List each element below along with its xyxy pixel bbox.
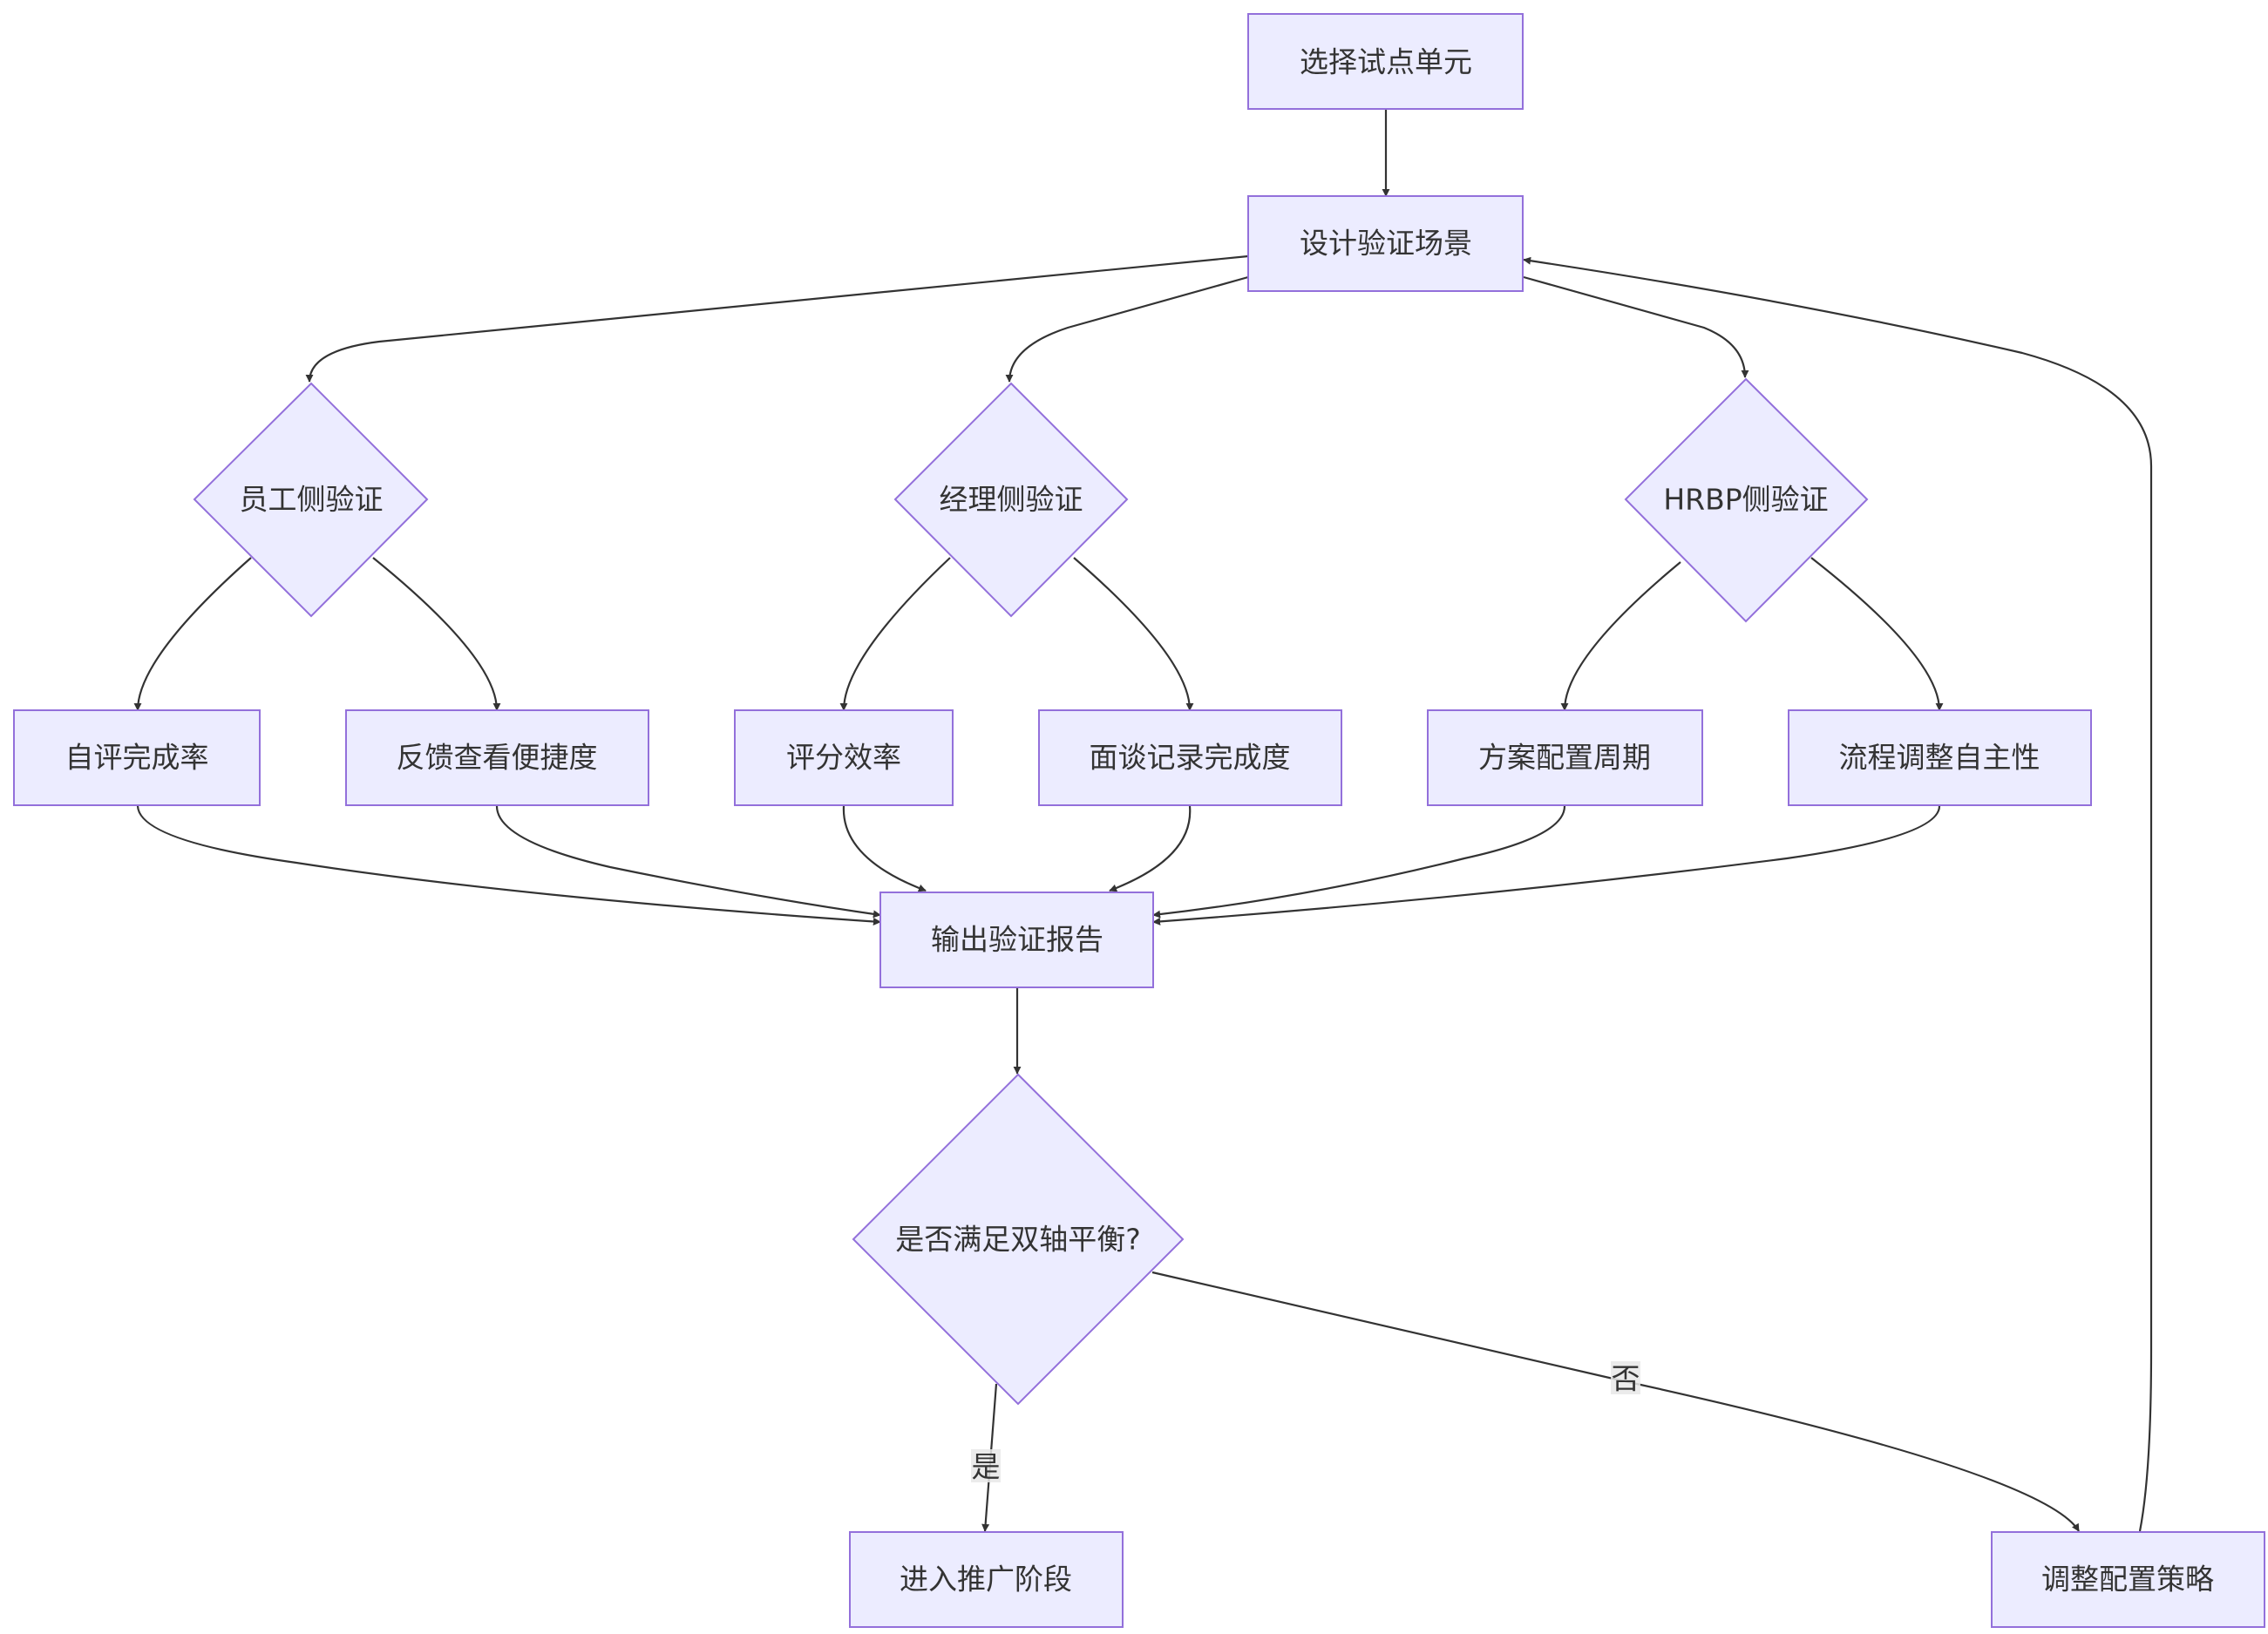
node-enter-rollout[interactable]: 进入推广阶段	[849, 1531, 1124, 1628]
node-balance-check-label: 是否满足双轴平衡?	[895, 1223, 1141, 1257]
node-scoring-efficiency[interactable]: 评分效率	[734, 709, 954, 806]
node-plan-config-cycle[interactable]: 方案配置周期	[1427, 709, 1703, 806]
edge-manager-to-scoring	[839, 557, 951, 711]
node-design-scenario-label: 设计验证场景	[1300, 227, 1472, 261]
edge-employee-to-feedback	[372, 557, 501, 711]
edge-design-to-manager	[1005, 275, 1249, 383]
node-interview-completeness[interactable]: 面谈记录完成度	[1038, 709, 1342, 806]
node-design-scenario[interactable]: 设计验证场景	[1247, 195, 1524, 292]
edge-interview-to-report	[1109, 805, 1192, 892]
edge-feedback-to-report	[495, 805, 881, 919]
node-output-report-label: 输出验证报告	[931, 923, 1103, 957]
node-scoring-efficiency-label: 评分效率	[786, 741, 901, 775]
node-manager-validation-label: 经理侧验证	[940, 483, 1083, 517]
node-employee-validation[interactable]: 员工侧验证	[193, 382, 429, 618]
node-employee-validation-label: 员工侧验证	[240, 483, 384, 517]
edge-decision-to-adjust	[1151, 1271, 2080, 1532]
edge-label-no: 否	[1611, 1361, 1640, 1396]
edge-adjust-to-design	[1523, 256, 2153, 1532]
edge-hrbp-to-plan-config	[1560, 561, 1681, 711]
node-adjust-strategy[interactable]: 调整配置策略	[1991, 1531, 2265, 1628]
node-feedback-ease[interactable]: 反馈查看便捷度	[345, 709, 649, 806]
node-balance-check[interactable]: 是否满足双轴平衡?	[852, 1073, 1185, 1406]
node-plan-config-cycle-label: 方案配置周期	[1478, 741, 1651, 775]
node-feedback-ease-label: 反馈查看便捷度	[397, 741, 598, 775]
edge-plan-config-to-report	[1152, 805, 1566, 919]
edge-label-yes-text: 是	[972, 1450, 1001, 1484]
node-enter-rollout-label: 进入推广阶段	[900, 1563, 1072, 1597]
edges	[133, 109, 2153, 1532]
node-self-eval-rate[interactable]: 自评完成率	[13, 709, 261, 806]
node-select-pilot[interactable]: 选择试点单元	[1247, 13, 1524, 110]
node-hrbp-validation-label: HRBP侧验证	[1663, 483, 1828, 517]
node-process-autonomy-label: 流程调整自主性	[1839, 741, 2041, 775]
node-manager-validation[interactable]: 经理侧验证	[893, 382, 1129, 618]
edge-employee-to-self-eval	[133, 557, 252, 711]
node-adjust-strategy-label: 调整配置策略	[2041, 1563, 2214, 1597]
edge-label-no-text: 否	[1612, 1362, 1640, 1396]
node-process-autonomy[interactable]: 流程调整自主性	[1788, 709, 2092, 806]
edge-manager-to-interview	[1073, 557, 1194, 711]
edge-self-eval-to-report	[136, 805, 881, 925]
edge-scoring-to-report	[842, 805, 927, 892]
node-interview-completeness-label: 面谈记录完成度	[1090, 741, 1291, 775]
edge-design-to-employee	[305, 254, 1249, 383]
edge-design-to-hrbp	[1523, 275, 1749, 378]
node-hrbp-validation[interactable]: HRBP侧验证	[1624, 377, 1869, 623]
node-output-report[interactable]: 输出验证报告	[879, 892, 1154, 988]
edge-process-autonomy-to-report	[1152, 805, 1941, 925]
node-self-eval-rate-label: 自评完成率	[65, 741, 209, 775]
edge-hrbp-to-process-autonomy	[1810, 557, 1944, 711]
node-select-pilot-label: 选择试点单元	[1300, 45, 1472, 79]
edge-label-yes: 是	[971, 1449, 1001, 1484]
